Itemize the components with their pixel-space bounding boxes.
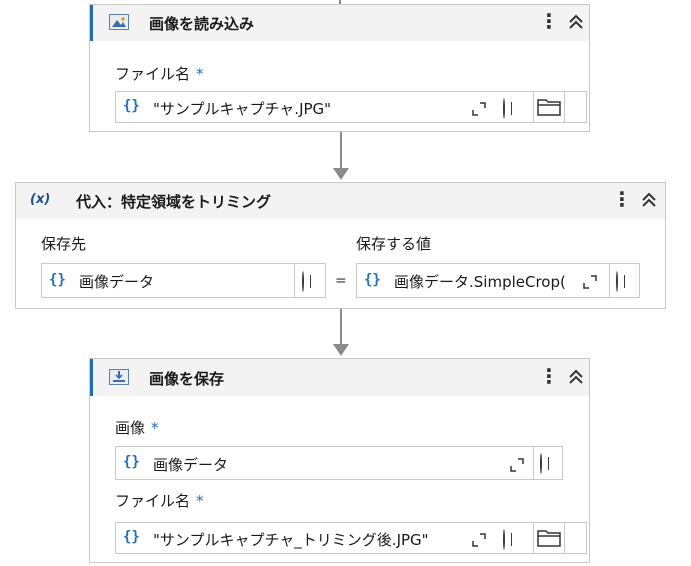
image-save-icon [109, 369, 129, 385]
connector-arrow-2 [333, 344, 349, 356]
browse-folder-button[interactable] [533, 91, 565, 123]
plus-circle-icon [503, 529, 505, 550]
required-mark: * [151, 419, 159, 437]
to-label: 保存先 [41, 235, 87, 253]
load-image-header[interactable]: 画像を読み込み ⋮ [90, 5, 589, 41]
connector-line-2 [340, 309, 342, 345]
value-label: 保存する値 [356, 235, 432, 253]
double-chevron-up-icon[interactable] [567, 13, 585, 31]
expression-icon[interactable]: {} [49, 272, 66, 288]
plus-circle-icon [302, 271, 304, 292]
save-file-name-value: "サンプルキャプチャ_トリミング後.JPG" [153, 531, 429, 549]
field-divider [533, 447, 534, 479]
save-image-activity[interactable]: 画像を保存 ⋮ 画像 * {} 画像データ ファイル名 * {} "サンプルキャプチ… [89, 358, 590, 563]
value-expression: 画像データ.SimpleCrop( [394, 273, 566, 291]
browse-folder-button[interactable] [533, 522, 565, 554]
more-vertical-icon[interactable]: ⋮ [612, 187, 632, 211]
connector-top [339, 0, 341, 4]
expand-editor-icon[interactable] [582, 274, 598, 290]
field-divider [609, 264, 610, 297]
required-mark: * [196, 492, 204, 510]
file-name-field[interactable]: {} "サンプルキャプチャ.JPG" [115, 91, 587, 123]
plus-circle-icon [616, 271, 618, 292]
save-image-header[interactable]: 画像を保存 ⋮ [90, 359, 589, 396]
expression-icon[interactable]: {} [123, 529, 140, 545]
plus-circle-icon [540, 453, 542, 474]
connector-arrow-1 [333, 168, 349, 180]
file-name-label: ファイル名 * [115, 490, 204, 511]
assign-activity[interactable]: (x) 代入：特定領域をトリミング ⋮ 保存先 保存する値 {} 画像データ =… [15, 182, 666, 309]
double-chevron-up-icon[interactable] [567, 368, 585, 386]
plus-circle-icon [503, 98, 505, 119]
more-vertical-icon[interactable]: ⋮ [539, 9, 559, 33]
file-name-label: ファイル名 * [115, 63, 204, 84]
assign-header[interactable]: (x) 代入：特定領域をトリミング ⋮ [16, 183, 665, 219]
assign-title: 代入：特定領域をトリミング [76, 193, 272, 211]
expression-icon[interactable]: {} [364, 272, 381, 288]
add-button[interactable] [502, 529, 522, 550]
value-field[interactable]: {} 画像データ.SimpleCrop( [356, 263, 640, 298]
file-name-label-text: ファイル名 [115, 492, 191, 510]
expand-editor-icon[interactable] [471, 101, 487, 117]
expression-icon[interactable]: {} [123, 98, 140, 114]
file-name-value: "サンプルキャプチャ.JPG" [153, 100, 332, 118]
more-vertical-icon[interactable]: ⋮ [539, 364, 559, 388]
load-image-title: 画像を読み込み [149, 15, 255, 33]
image-value: 画像データ [153, 456, 229, 474]
image-label-text: 画像 [115, 419, 146, 437]
folder-icon [537, 99, 561, 116]
add-button[interactable] [539, 453, 559, 474]
image-label: 画像 * [115, 417, 159, 438]
field-divider [294, 264, 295, 297]
required-mark: * [196, 65, 204, 83]
load-image-activity[interactable]: 画像を読み込み ⋮ ファイル名 * {} "サンプルキャプチャ.JPG" [89, 4, 590, 132]
save-image-title: 画像を保存 [149, 370, 225, 388]
file-name-label-text: ファイル名 [115, 65, 191, 83]
equals-sign: = [335, 273, 347, 289]
expand-editor-icon[interactable] [509, 457, 525, 473]
add-button[interactable] [301, 271, 321, 292]
save-file-name-field[interactable]: {} "サンプルキャプチャ_トリミング後.JPG" [115, 522, 587, 554]
folder-icon [537, 530, 561, 547]
connector-line-1 [340, 132, 342, 170]
to-value: 画像データ [79, 273, 155, 291]
to-field[interactable]: {} 画像データ [41, 263, 326, 298]
add-button[interactable] [615, 271, 635, 292]
assign-icon: (x) [30, 192, 51, 207]
add-button[interactable] [502, 98, 522, 119]
expand-editor-icon[interactable] [471, 532, 487, 548]
double-chevron-up-icon[interactable] [640, 191, 658, 209]
image-load-icon [109, 14, 129, 30]
image-field[interactable]: {} 画像データ [115, 446, 563, 480]
expression-icon[interactable]: {} [123, 454, 140, 470]
